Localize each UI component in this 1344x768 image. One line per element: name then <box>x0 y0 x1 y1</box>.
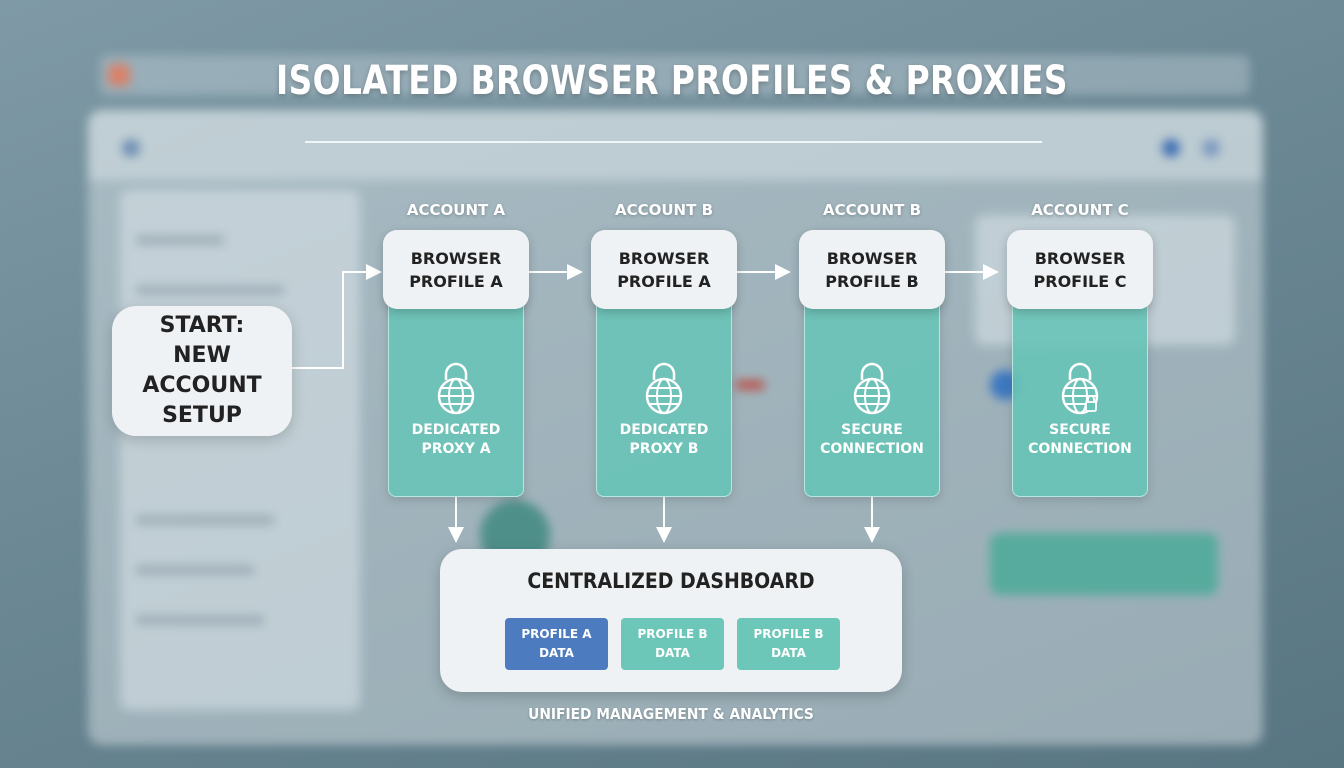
background-sidebar <box>120 190 360 710</box>
account-label: ACCOUNT B <box>823 201 921 219</box>
background-text-line <box>135 565 255 575</box>
footer-caption: UNIFIED MANAGEMENT & ANALYTICS <box>528 705 814 723</box>
background-text-line <box>135 615 265 625</box>
background-dot <box>1202 139 1220 157</box>
globe-icon <box>645 362 683 415</box>
proxy-card <box>388 290 524 497</box>
background-text-line <box>135 515 275 525</box>
background-marker <box>735 380 765 390</box>
background-topbar <box>100 55 1250 95</box>
browser-profile-node: BROWSER PROFILE A <box>591 230 737 309</box>
browser-profile-node: BROWSER PROFILE C <box>1007 230 1153 309</box>
proxy-card <box>804 290 940 497</box>
proxy-label: SECURE CONNECTION <box>1028 422 1132 457</box>
globe-icon <box>437 362 475 415</box>
profile-data-chip: PROFILE B DATA <box>737 618 840 670</box>
background-dot <box>1162 139 1180 157</box>
dashboard-title: CENTRALIZED DASHBOARD <box>527 569 815 593</box>
start-node: START: NEW ACCOUNT SETUP <box>112 306 292 436</box>
proxy-card <box>596 290 732 497</box>
arrow-start-to-profile-a <box>292 264 382 369</box>
proxy-label: DEDICATED PROXY B <box>619 422 709 457</box>
profile-data-chip: PROFILE B DATA <box>621 618 724 670</box>
globe-icon <box>853 362 891 415</box>
account-label: ACCOUNT B <box>615 201 713 219</box>
browser-profile-node: BROWSER PROFILE B <box>799 230 945 309</box>
page-title: ISOLATED BROWSER PROFILES & PROXIES <box>276 58 1068 104</box>
background-window-header <box>88 110 1263 180</box>
background-text-line <box>135 235 225 245</box>
account-label: ACCOUNT A <box>406 201 506 219</box>
background-text-line <box>135 285 285 295</box>
title-divider <box>305 141 1042 143</box>
background-dot <box>122 139 140 157</box>
proxy-label: DEDICATED PROXY A <box>411 422 501 457</box>
proxy-card <box>1012 290 1148 497</box>
proxy-label: SECURE CONNECTION <box>820 422 924 457</box>
background-logo <box>108 64 130 86</box>
profile-data-chip: PROFILE A DATA <box>505 618 608 670</box>
globe-lock-icon <box>1061 362 1099 415</box>
account-label: ACCOUNT C <box>1031 201 1129 219</box>
browser-profile-node: BROWSER PROFILE A <box>383 230 529 309</box>
background-button <box>990 533 1218 595</box>
